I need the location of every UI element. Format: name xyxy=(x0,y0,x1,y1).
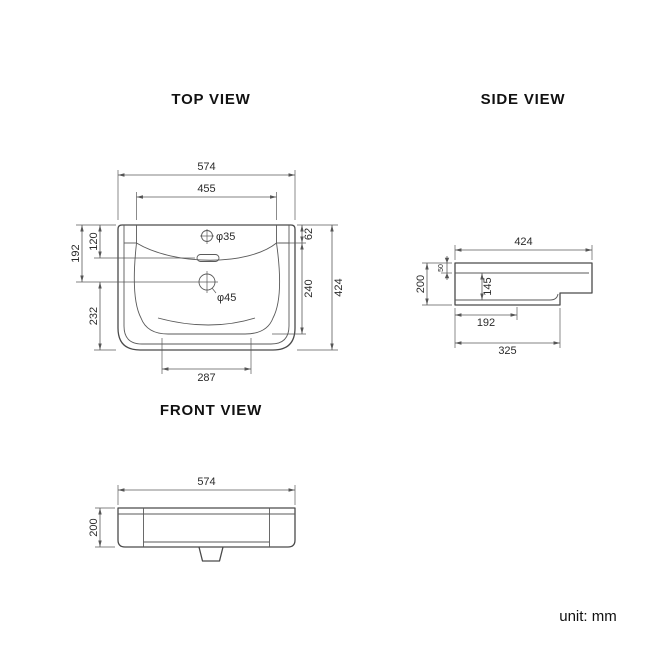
side-rim-height-label: 50 xyxy=(438,264,445,272)
side-overall-height-label: 200 xyxy=(415,275,427,293)
front-outline xyxy=(117,507,296,548)
front-drain-outlet xyxy=(198,546,224,562)
side-view-title: SIDE VIEW xyxy=(481,91,566,108)
overflow-slot xyxy=(196,254,220,262)
top-view-title: TOP VIEW xyxy=(171,91,250,108)
top-view: TOP VIEW φ35 φ45 xyxy=(70,91,345,384)
top-bowl-bottom-width-label: 287 xyxy=(197,372,215,384)
faucet-hole-diameter-label: φ35 xyxy=(216,231,235,243)
bowl-bottom-contour xyxy=(157,317,256,326)
top-deck-width-label: 455 xyxy=(197,183,215,195)
side-view-object xyxy=(454,262,593,306)
top-drain-to-front-label: 232 xyxy=(88,307,100,325)
front-view-object xyxy=(117,507,296,562)
side-bowl-bottom-line xyxy=(455,293,559,301)
top-overall-depth-label: 424 xyxy=(333,278,345,296)
front-view-dimensions: 574 200 xyxy=(88,476,296,548)
front-view-title: FRONT VIEW xyxy=(160,402,262,419)
bowl-outline xyxy=(133,242,280,335)
side-drain-offset-label: 192 xyxy=(477,317,495,329)
side-bowl-extent-label: 325 xyxy=(498,345,516,357)
top-deck-depth-label: 62 xyxy=(303,228,315,240)
side-bowl-inner-depth-label: 145 xyxy=(482,277,494,295)
arrowhead xyxy=(444,257,450,263)
basin-inner-rim-line xyxy=(123,225,290,345)
top-overall-width-label: 574 xyxy=(197,161,215,173)
top-bowl-depth-label: 240 xyxy=(303,279,315,297)
basin-outer-outline xyxy=(117,224,296,351)
unit-label: unit: mm xyxy=(559,608,617,625)
side-view-dimensions: 424 200 50 145 192 325 xyxy=(415,236,593,357)
top-edge-to-drain-label: 192 xyxy=(70,244,82,262)
drain-hole-diameter-label: φ45 xyxy=(217,292,236,304)
arrowhead xyxy=(444,273,450,279)
front-overall-width-label: 574 xyxy=(197,476,215,488)
top-edge-to-overflow-label: 120 xyxy=(88,232,100,250)
top-view-object: φ35 φ45 xyxy=(117,224,296,351)
bowl-top-wave xyxy=(136,242,277,261)
side-profile-outline xyxy=(454,262,593,306)
side-view: SIDE VIEW 424 200 50 145 192 xyxy=(415,91,593,357)
drain-leader-line xyxy=(211,287,217,294)
top-view-dimensions: 574 455 192 120 232 62 240 424 287 xyxy=(70,161,345,384)
front-view: FRONT VIEW 574 200 xyxy=(88,402,296,562)
side-overall-depth-label: 424 xyxy=(514,236,532,248)
front-overall-height-label: 200 xyxy=(88,518,100,536)
